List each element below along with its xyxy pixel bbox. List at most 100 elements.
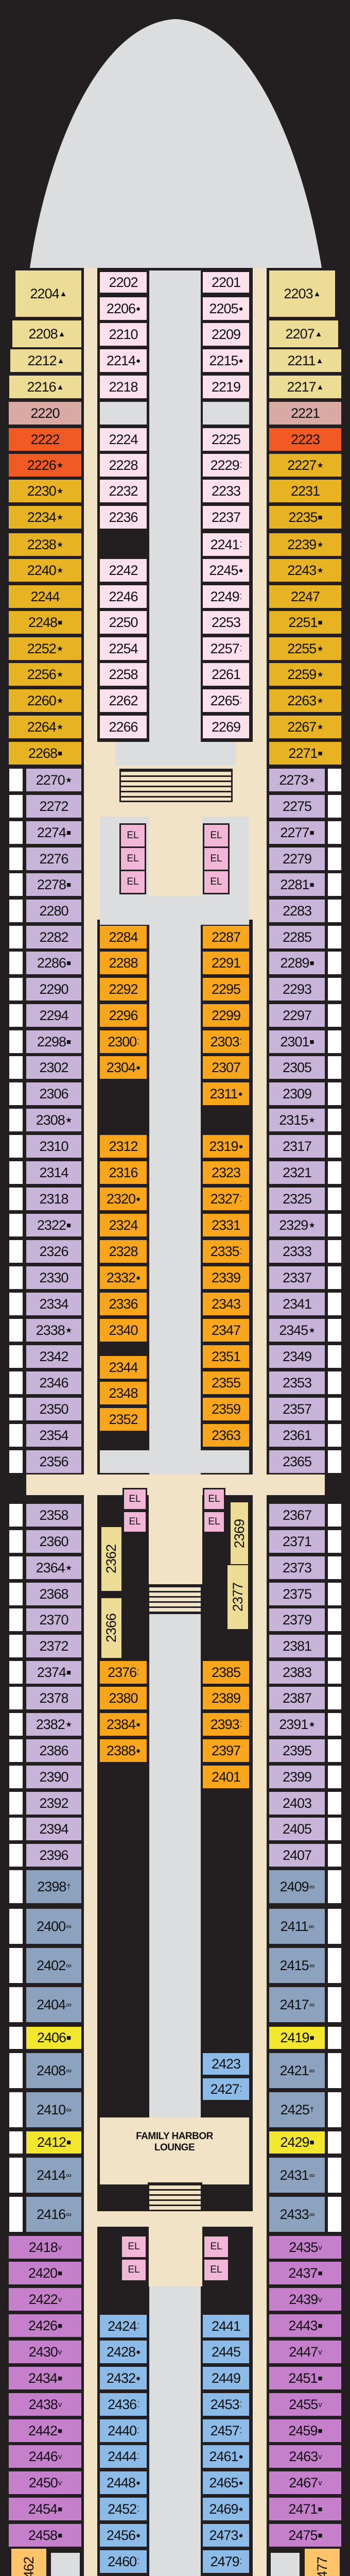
- cabin-2431[interactable]: 2431∞: [269, 2158, 325, 2193]
- cabin-2243[interactable]: 2243★: [269, 559, 341, 582]
- cabin-2426[interactable]: 2426■: [9, 2314, 81, 2337]
- cabin-2390[interactable]: 2390: [26, 1766, 81, 1788]
- cabin-2395[interactable]: 2395: [269, 1739, 325, 1762]
- cabin-2409[interactable]: 2409∞: [269, 1870, 325, 1903]
- cabin-2314[interactable]: 2314: [26, 1161, 81, 1184]
- cabin-2412[interactable]: 2412■: [26, 2131, 81, 2154]
- cabin-2255[interactable]: 2255★: [269, 637, 341, 660]
- cabin-2392[interactable]: 2392: [26, 1792, 81, 1815]
- cabin-2473[interactable]: 2473●: [203, 2524, 249, 2547]
- cabin-2293[interactable]: 2293: [269, 978, 325, 1001]
- cabin-2345[interactable]: 2345★: [269, 1319, 325, 1342]
- cabin-2267[interactable]: 2267★: [269, 716, 341, 738]
- cabin-2235[interactable]: 2235■: [269, 506, 341, 529]
- cabin-2263[interactable]: 2263★: [269, 689, 341, 712]
- cabin-2227[interactable]: 2227★: [269, 454, 341, 477]
- cabin-2279[interactable]: 2279: [269, 848, 325, 870]
- cabin-2373[interactable]: 2373: [269, 1556, 325, 1579]
- cabin-2386[interactable]: 2386: [26, 1739, 81, 1762]
- cabin-2328[interactable]: 2328: [100, 1240, 147, 1263]
- cabin-2403[interactable]: 2403: [269, 1792, 325, 1815]
- cabin-2206[interactable]: 2206●: [100, 297, 147, 320]
- cabin-2252[interactable]: 2252★: [9, 637, 81, 660]
- cabin-2236[interactable]: 2236: [100, 506, 147, 529]
- cabin-2381[interactable]: 2381: [269, 1635, 325, 1657]
- cabin-2219[interactable]: 2219: [203, 376, 249, 398]
- cabin-2327[interactable]: 2327⁚: [203, 1188, 249, 1210]
- cabin-2239[interactable]: 2239★: [269, 533, 341, 556]
- cabin-2374[interactable]: 2374■: [26, 1661, 81, 1684]
- cabin-2427[interactable]: 2427⁚: [203, 2078, 249, 2100]
- cabin-2469[interactable]: 2469●: [203, 2498, 249, 2520]
- cabin-2337[interactable]: 2337: [269, 1266, 325, 1289]
- cabin-2404[interactable]: 2404∞: [26, 1987, 81, 2022]
- cabin-2454[interactable]: 2454■: [9, 2498, 81, 2520]
- cabin-2244[interactable]: 2244: [9, 585, 81, 608]
- cabin-2320[interactable]: 2320●: [100, 1188, 147, 1210]
- cabin-2241[interactable]: 2241⁚: [203, 533, 249, 556]
- cabin-2459[interactable]: 2459■: [269, 2419, 341, 2442]
- cabin-2434[interactable]: 2434■: [9, 2367, 81, 2389]
- cabin-2361[interactable]: 2361: [269, 1424, 325, 1447]
- cabin-2375[interactable]: 2375: [269, 1583, 325, 1605]
- cabin-2245[interactable]: 2245●: [203, 559, 249, 582]
- cabin-2201[interactable]: 2201: [203, 272, 249, 293]
- cabin-2264[interactable]: 2264★: [9, 716, 81, 738]
- cabin-2287[interactable]: 2287: [203, 926, 249, 948]
- cabin-2242[interactable]: 2242: [100, 559, 147, 582]
- cabin-2425[interactable]: 2425†: [269, 2092, 325, 2127]
- cabin-2280[interactable]: 2280: [26, 900, 81, 922]
- cabin-2271[interactable]: 2271■: [269, 742, 341, 765]
- cabin-2405[interactable]: 2405: [269, 1818, 325, 1840]
- cabin-2205[interactable]: 2205●: [203, 297, 249, 320]
- cabin-2423[interactable]: 2423: [203, 2053, 249, 2075]
- cabin-2232[interactable]: 2232: [100, 480, 147, 502]
- cabin-2424[interactable]: 2424⁚: [100, 2315, 147, 2337]
- cabin-2323[interactable]: 2323: [203, 1161, 249, 1184]
- cabin-2353[interactable]: 2353: [269, 1371, 325, 1394]
- cabin-2203[interactable]: 2203▲: [269, 270, 335, 317]
- cabin-2254[interactable]: 2254: [100, 637, 147, 660]
- cabin-2336[interactable]: 2336: [100, 1293, 147, 1315]
- cabin-2416[interactable]: 2416∞: [26, 2197, 81, 2232]
- cabin-2310[interactable]: 2310: [26, 1135, 81, 1158]
- cabin-2309[interactable]: 2309: [269, 1082, 325, 1105]
- cabin-2347[interactable]: 2347: [203, 1319, 249, 1342]
- cabin-2329[interactable]: 2329★: [269, 1214, 325, 1236]
- cabin-2256[interactable]: 2256★: [9, 663, 81, 686]
- cabin-2317[interactable]: 2317: [269, 1135, 325, 1158]
- cabin-2382[interactable]: 2382★: [26, 1713, 81, 1736]
- cabin-2399[interactable]: 2399: [269, 1766, 325, 1788]
- cabin-2365[interactable]: 2365: [269, 1450, 325, 1473]
- cabin-2204[interactable]: 2204▲: [15, 270, 81, 317]
- cabin-2214[interactable]: 2214●: [100, 349, 147, 372]
- cabin-2258[interactable]: 2258: [100, 663, 147, 686]
- cabin-2370[interactable]: 2370: [26, 1608, 81, 1631]
- cabin-2260[interactable]: 2260★: [9, 689, 81, 712]
- cabin-2288[interactable]: 2288: [100, 952, 147, 974]
- cabin-2308[interactable]: 2308★: [26, 1109, 81, 1131]
- cabin-2362[interactable]: 2362: [100, 1526, 122, 1592]
- cabin-2237[interactable]: 2237: [203, 506, 249, 529]
- cabin-2251[interactable]: 2251■: [269, 611, 341, 634]
- cabin-2207[interactable]: 2207▲: [269, 320, 338, 347]
- cabin-2318[interactable]: 2318: [26, 1188, 81, 1210]
- cabin-2429[interactable]: 2429■: [269, 2131, 325, 2154]
- cabin-2351[interactable]: 2351: [203, 1345, 249, 1368]
- cabin-2281[interactable]: 2281■: [269, 873, 325, 896]
- cabin-2344[interactable]: 2344: [100, 1356, 147, 1379]
- cabin-2319[interactable]: 2319●: [203, 1135, 249, 1158]
- cabin-2338[interactable]: 2338★: [26, 1319, 81, 1342]
- cabin-2305[interactable]: 2305: [269, 1056, 325, 1079]
- cabin-2387[interactable]: 2387: [269, 1687, 325, 1709]
- cabin-2443[interactable]: 2443■: [269, 2314, 341, 2337]
- cabin-2350[interactable]: 2350: [26, 1398, 81, 1420]
- cabin-2462[interactable]: 2462: [10, 2548, 47, 2576]
- cabin-2436[interactable]: 2436⁚: [100, 2393, 147, 2416]
